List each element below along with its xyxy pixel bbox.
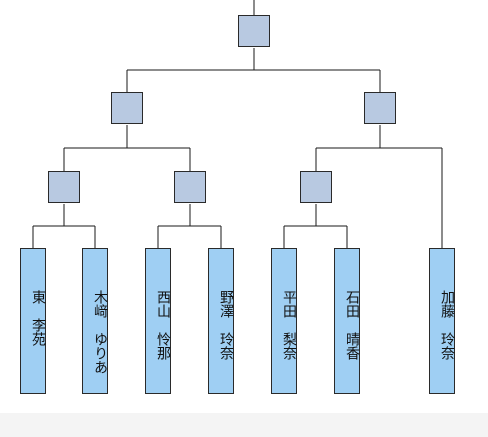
semifinal-node-right [364,92,396,124]
player-box: 石田 晴香 [334,248,360,394]
player-name: 木﨑 ゆりあ [92,290,108,374]
bottom-band [0,413,488,437]
player-name: 石田 晴香 [344,290,360,360]
player-box: 東 李苑 [20,248,46,394]
player-box: 西山 怜那 [145,248,171,394]
player-name: 加藤 玲奈 [439,290,455,360]
quarterfinal-node-1 [48,171,80,203]
quarterfinal-node-3 [300,171,332,203]
quarterfinal-node-2 [174,171,206,203]
player-box: 平田 梨奈 [271,248,297,394]
player-box: 木﨑 ゆりあ [82,248,108,394]
player-name: 野澤 玲奈 [218,290,234,360]
semifinal-node-left [111,92,143,124]
player-name: 西山 怜那 [155,290,171,360]
player-box: 加藤 玲奈 [429,248,455,394]
player-name: 平田 梨奈 [281,290,297,360]
final-node [238,15,270,47]
player-name: 東 李苑 [30,290,46,346]
player-box: 野澤 玲奈 [208,248,234,394]
